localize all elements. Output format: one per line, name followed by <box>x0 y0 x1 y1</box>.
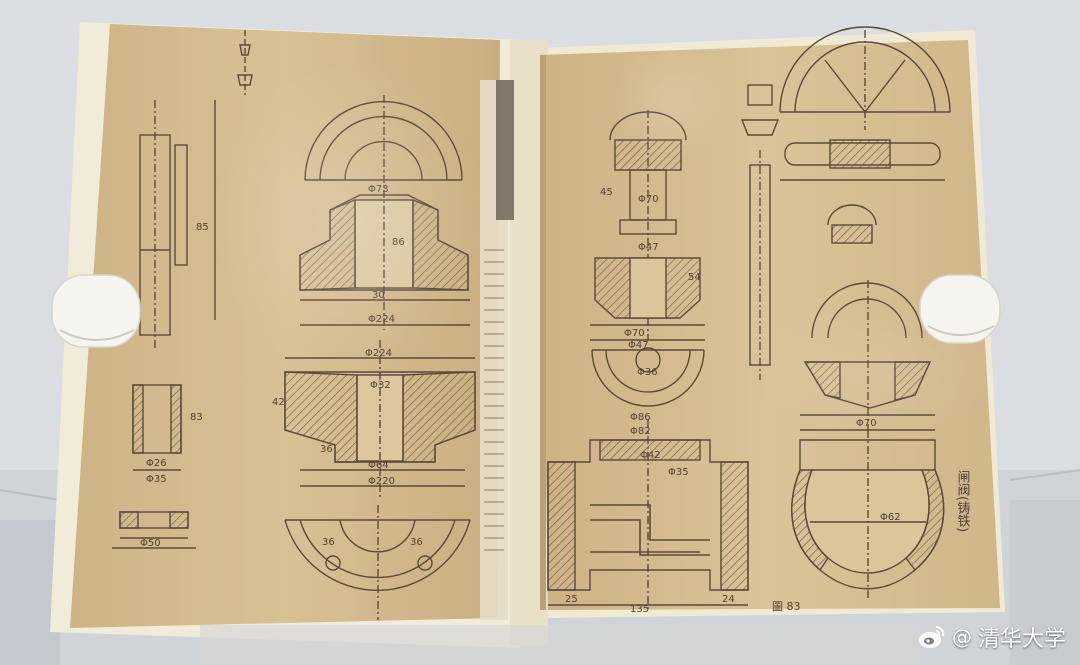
dim-label: Φ42 <box>640 450 661 461</box>
right-page-dimensions: Φ70 Φ47 45 54 Φ70 Φ47 Φ36 Φ86 Φ82 Φ42 13… <box>565 187 970 615</box>
weibo-logo-icon <box>918 626 945 648</box>
display-stand <box>200 625 920 665</box>
dim-label: 25 <box>565 594 578 605</box>
dim-label: Φ70 <box>638 194 659 205</box>
dim-label: 83 <box>190 412 203 423</box>
dim-label: 85 <box>196 222 209 233</box>
dim-label: Φ32 <box>370 380 391 391</box>
dim-label: Φ62 <box>880 512 901 523</box>
watermark-account-name: 清华大学 <box>977 627 1066 652</box>
dim-label: 135 <box>630 604 649 615</box>
dim-label: Φ50 <box>140 538 161 549</box>
right-binder-clip <box>919 274 1001 344</box>
dim-label: 36 <box>410 537 423 548</box>
dim-label: 24 <box>722 594 735 605</box>
left-binder-clip <box>51 274 141 348</box>
weibo-watermark: @ 清华大学 <box>916 621 1066 653</box>
dim-label: Φ82 <box>630 426 651 437</box>
dim-label: 45 <box>600 187 613 198</box>
dim-label: Φ70 <box>624 328 645 339</box>
dim-label: Φ64 <box>368 460 389 471</box>
dim-label: Φ47 <box>638 242 659 253</box>
dim-label: 36 <box>322 537 335 548</box>
watermark-at-sign: @ <box>951 625 972 649</box>
vertical-annotation: 闸阀(铸铁) <box>955 470 971 532</box>
dim-label: Φ86 <box>630 412 651 423</box>
dim-label: Φ35 <box>146 474 167 485</box>
dim-label: 54 <box>688 272 701 283</box>
dim-label: Φ47 <box>628 340 649 351</box>
figure-caption: 圖 83 <box>772 600 801 613</box>
dim-label: 42 <box>272 397 285 408</box>
dim-label: Φ220 <box>368 476 395 487</box>
dim-label: Φ26 <box>146 458 167 469</box>
dim-label: Φ35 <box>668 467 689 478</box>
dim-label: Φ36 <box>637 367 658 378</box>
dim-label: 36 <box>320 444 333 455</box>
